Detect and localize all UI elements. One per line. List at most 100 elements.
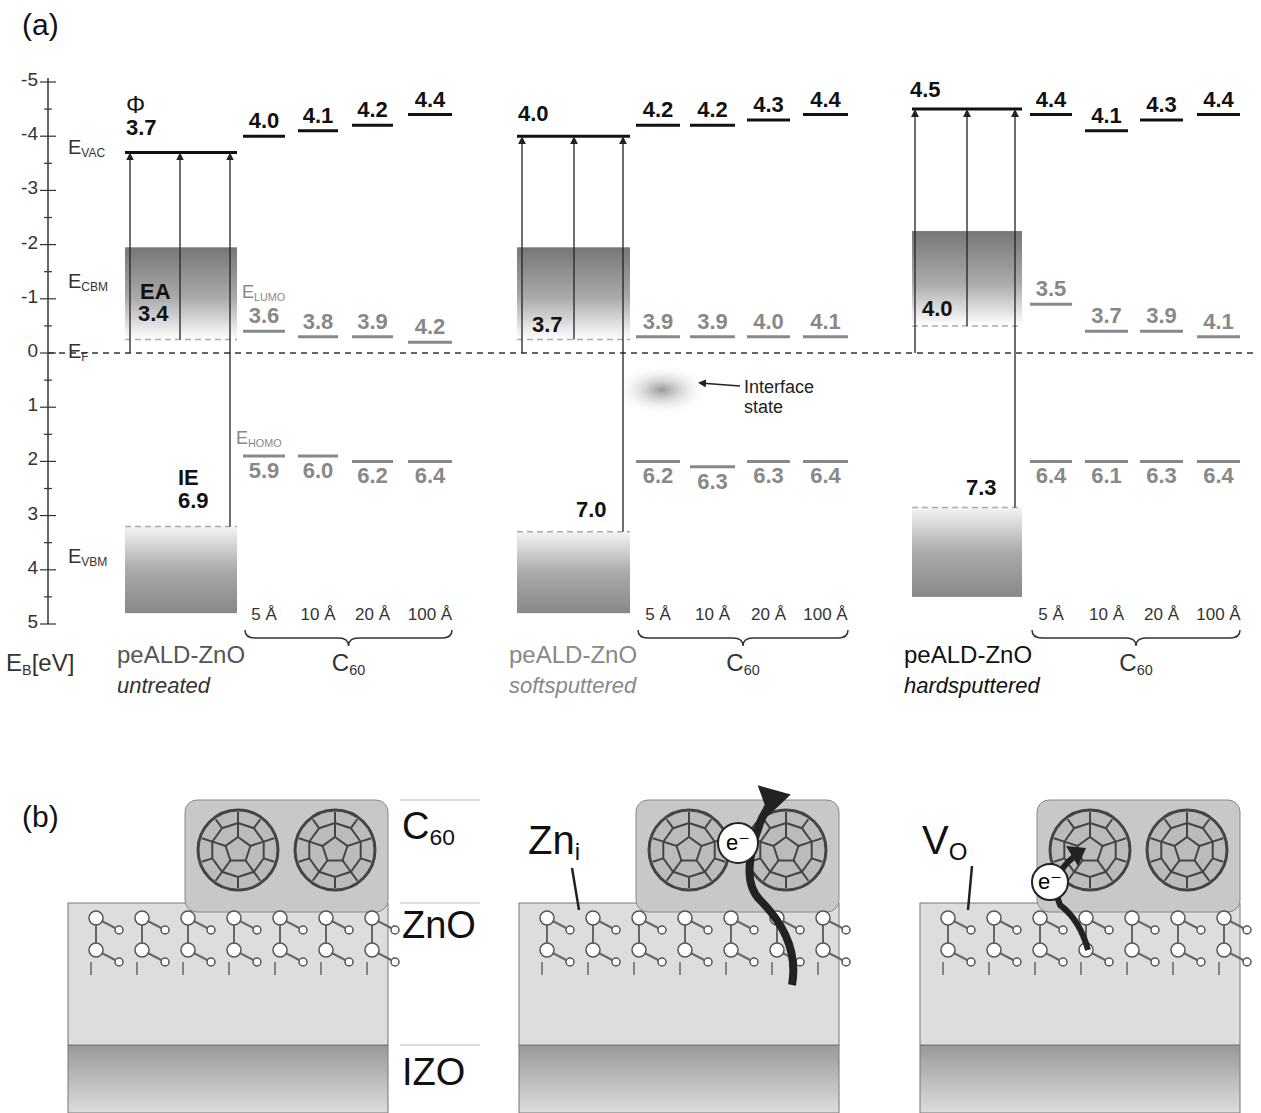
atom-bond: [942, 962, 944, 975]
c60-bond: [1161, 842, 1174, 846]
electron-affinity: 3.7: [532, 313, 563, 337]
oxygen-atom: [750, 958, 758, 966]
zinc-atom: [227, 943, 241, 957]
atom-bond: [587, 962, 589, 975]
conduction-band: [125, 247, 237, 339]
material: C60: [332, 650, 365, 678]
zinc-atom: [724, 943, 738, 957]
c60-bond: [785, 877, 787, 888]
lumo-level: [298, 335, 338, 338]
oxygen-atom: [1013, 926, 1021, 934]
electron-circle: e⁻: [1031, 863, 1069, 901]
homo-level: [636, 460, 680, 463]
c60-bond: [1089, 823, 1091, 837]
c60-bond: [361, 838, 371, 841]
valence-band: [125, 526, 237, 613]
level-name: ELUMO: [242, 283, 285, 304]
c60-bond: [1102, 842, 1115, 846]
c60-bond: [1151, 858, 1161, 861]
energy-arrow: [622, 138, 623, 532]
axis-tick: [40, 515, 56, 516]
homo-level: [243, 454, 285, 457]
c60-bond: [677, 837, 702, 861]
zinc-atom: [987, 943, 1001, 957]
zinc-atom: [941, 943, 955, 957]
c60-molecule: [198, 810, 278, 890]
c60-bond: [1165, 872, 1171, 881]
c60-bond: [264, 838, 274, 841]
brace: [638, 630, 848, 646]
zinc-atom: [1079, 911, 1093, 925]
atom-bond: [1080, 962, 1082, 975]
c60-bond: [254, 872, 260, 881]
c60-bond: [697, 861, 705, 872]
vacuum-level: [912, 108, 1022, 111]
sample-name: peALD-ZnO: [509, 642, 637, 668]
energy-value: 3.9: [643, 310, 674, 334]
axis-tick: [44, 542, 52, 543]
energy-arrow: [914, 111, 915, 353]
layer-name: IZO: [402, 1052, 465, 1094]
c60-bond: [216, 819, 222, 828]
c60-bond: [351, 819, 357, 828]
axis-tick: [40, 244, 56, 245]
oxygen-atom: [566, 958, 574, 966]
energy-arrow: [129, 154, 130, 353]
oxygen-atom: [1243, 926, 1251, 934]
layer-name: C60: [402, 806, 455, 850]
energy-value: 6.2: [357, 464, 388, 488]
separator: [400, 1045, 480, 1046]
axis-number: -3: [21, 178, 38, 199]
axis-number: -5: [21, 70, 38, 91]
energy-value: 3.9: [357, 310, 388, 334]
atom-bond: [541, 962, 543, 975]
energy-value: 6.3: [697, 470, 728, 494]
energy-value: 6.0: [303, 459, 334, 483]
lumo-level: [243, 330, 285, 333]
oxygen-atom: [1197, 958, 1205, 966]
oxygen-atom: [842, 958, 850, 966]
c60-vacuum-level: [408, 113, 452, 116]
oxygen-atom: [704, 958, 712, 966]
c60-bond: [663, 823, 714, 877]
oxygen-atom: [1059, 958, 1067, 966]
energy-arrow: [521, 138, 522, 353]
c60-molecule: [1147, 810, 1227, 890]
zinc-atom: [678, 943, 692, 957]
energy-value: 4.4: [415, 88, 446, 112]
c60-bond: [309, 842, 322, 846]
leader-arrow: [700, 383, 740, 386]
energy-value: 4.2: [697, 98, 728, 122]
energy-arrow: [573, 138, 574, 339]
work-function: 3.7: [126, 116, 157, 140]
c60-bond: [1186, 812, 1188, 823]
oxygen-atom: [299, 926, 307, 934]
interface-state: [614, 364, 710, 416]
c60-bond: [1116, 838, 1126, 841]
c60-bond: [701, 842, 714, 846]
treatment: softsputtered: [509, 674, 636, 698]
brace: [1032, 630, 1240, 646]
energy-arrow: [179, 154, 180, 339]
energy-value: 6.4: [415, 464, 446, 488]
zinc-atom: [89, 943, 103, 957]
c60-vacuum-level: [352, 124, 393, 127]
axis: [47, 78, 49, 624]
thickness: 5 Å: [251, 606, 277, 625]
c60-bond: [299, 838, 309, 841]
zinc-atom: [586, 943, 600, 957]
separator: [400, 903, 480, 904]
c60-vacuum-level: [803, 113, 848, 116]
c60-bond: [313, 819, 319, 828]
c60-bond: [688, 877, 690, 888]
energy-value: 4.2: [415, 315, 446, 339]
c60-bond: [313, 872, 319, 881]
zinc-atom: [1125, 911, 1139, 925]
ionization-energy: 7.3: [966, 476, 997, 500]
zinc-atom: [273, 911, 287, 925]
zinc-atom: [816, 943, 830, 957]
defect-label: VO: [922, 818, 967, 865]
lumo-level: [636, 335, 680, 338]
energy-value: 4.2: [357, 98, 388, 122]
c60-bond: [1054, 838, 1064, 841]
